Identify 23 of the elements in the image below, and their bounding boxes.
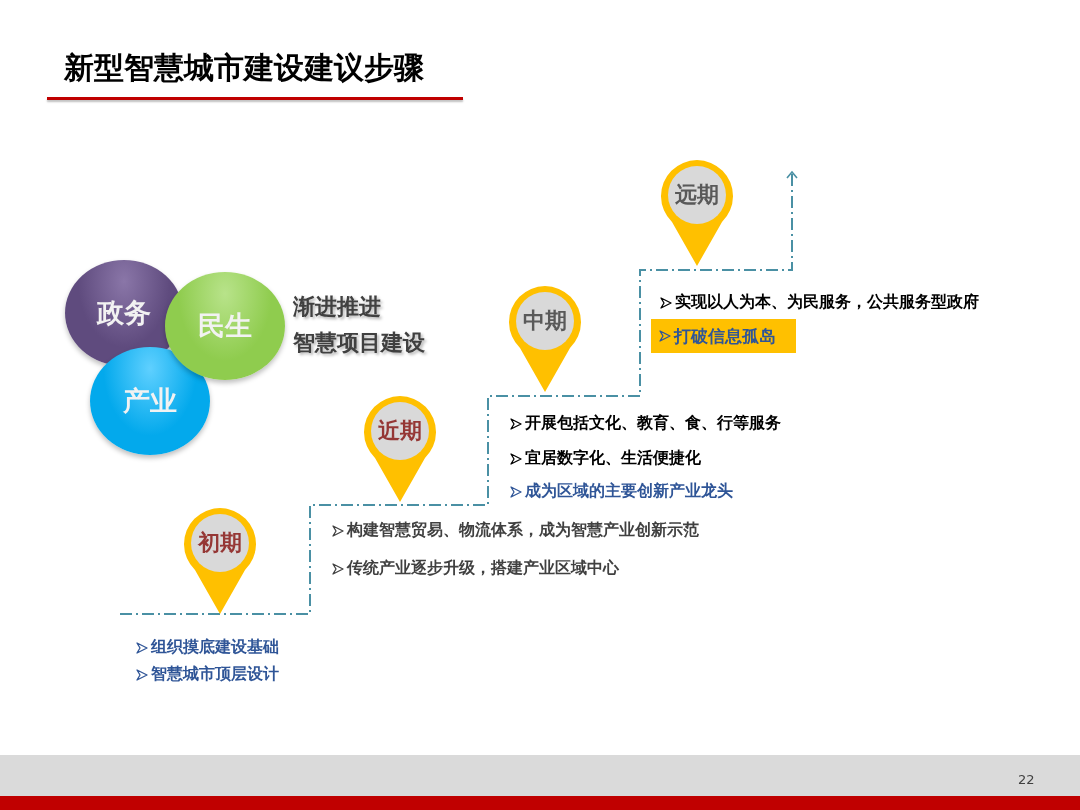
bullet-text: 成为区域的主要创新产业龙头 [525, 481, 733, 502]
bullet-text: 开展包括文化、教育、食、行等服务 [525, 413, 781, 434]
category-bubble: 民生 [165, 272, 285, 380]
category-bubble: 产业 [90, 347, 210, 455]
slogan-text: 智慧项目建设 [293, 329, 425, 357]
page-number: 22 [1018, 772, 1035, 787]
bullet-text: 打破信息孤岛 [674, 324, 776, 348]
bullet-text: 智慧城市顶层设计 [151, 664, 279, 685]
bullet-text: 传统产业逐步升级，搭建产业区域中心 [347, 558, 619, 579]
pin-label: 初期 [197, 529, 243, 557]
map-pin [660, 158, 734, 268]
pin-label: 中期 [522, 307, 568, 335]
pin-label: 近期 [377, 417, 423, 445]
slide-title: 新型智慧城市建设建议步骤 [64, 49, 424, 87]
bullet-text: 实现以人为本、为民服务，公共服务型政府 [675, 292, 979, 313]
bullet-text: 宜居数字化、生活便捷化 [525, 448, 701, 469]
highlight-box [651, 319, 796, 353]
pin-label: 远期 [674, 181, 720, 209]
map-pin [363, 394, 437, 504]
map-pin [183, 506, 257, 616]
bullet-text: 组织摸底建设基础 [151, 637, 279, 658]
slogan-text: 渐进推进 [293, 293, 381, 321]
map-pin [508, 284, 582, 394]
